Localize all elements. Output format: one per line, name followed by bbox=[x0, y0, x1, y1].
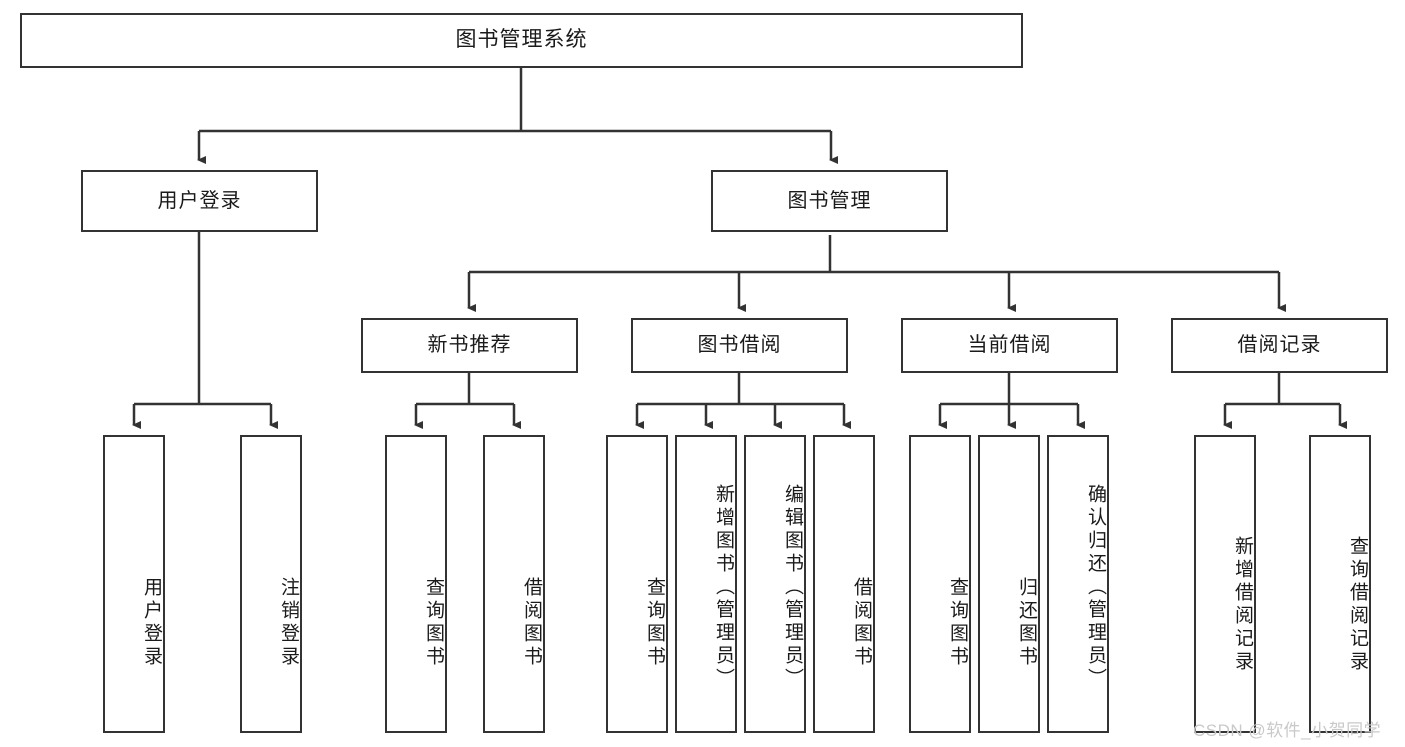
node-label: 用户登录 bbox=[157, 189, 242, 212]
node-label: 查询借阅记录 bbox=[1347, 536, 1368, 674]
leaf-query-book-borrow[interactable]: 查询图书 bbox=[606, 435, 668, 733]
node-label: 确认归还（管理员） bbox=[1085, 483, 1106, 691]
leaf-query-book-recommend[interactable]: 查询图书 bbox=[385, 435, 447, 733]
node-root-book-management-system[interactable]: 图书管理系统 bbox=[20, 13, 1023, 68]
node-label: 用户登录 bbox=[141, 577, 162, 669]
leaf-add-borrow-record[interactable]: 新增借阅记录 bbox=[1194, 435, 1256, 733]
leaf-query-book-current[interactable]: 查询图书 bbox=[909, 435, 971, 733]
node-label: 借阅图书 bbox=[851, 577, 872, 669]
node-label: 新书推荐 bbox=[427, 334, 512, 356]
leaf-edit-book-admin[interactable]: 编辑图书（管理员） bbox=[744, 435, 806, 733]
node-label: 图书借阅 bbox=[697, 334, 782, 356]
node-label: 查询图书 bbox=[644, 577, 665, 669]
leaf-borrow-book-recommend[interactable]: 借阅图书 bbox=[483, 435, 545, 733]
node-label: 当前借阅 bbox=[967, 334, 1052, 356]
leaf-add-book-admin[interactable]: 新增图书（管理员） bbox=[675, 435, 737, 733]
node-book-borrow[interactable]: 图书借阅 bbox=[631, 318, 848, 373]
node-label: 查询图书 bbox=[423, 577, 444, 669]
leaf-borrow-book-borrow[interactable]: 借阅图书 bbox=[813, 435, 875, 733]
leaf-logout-login[interactable]: 注销登录 bbox=[240, 435, 302, 733]
node-label: 注销登录 bbox=[278, 577, 299, 669]
node-label: 归还图书 bbox=[1016, 577, 1037, 669]
node-user-login[interactable]: 用户登录 bbox=[81, 170, 318, 232]
csdn-watermark: CSDN @软件_小贺同学 bbox=[1193, 721, 1382, 740]
node-borrow-record[interactable]: 借阅记录 bbox=[1171, 318, 1388, 373]
node-label: 图书管理 bbox=[787, 189, 872, 212]
node-label: 新增图书（管理员） bbox=[713, 483, 734, 691]
leaf-query-borrow-record[interactable]: 查询借阅记录 bbox=[1309, 435, 1371, 733]
node-current-borrow[interactable]: 当前借阅 bbox=[901, 318, 1118, 373]
node-book-management[interactable]: 图书管理 bbox=[711, 170, 948, 232]
node-label: 借阅记录 bbox=[1237, 334, 1322, 356]
node-label: 编辑图书（管理员） bbox=[782, 483, 803, 691]
node-label: 新增借阅记录 bbox=[1232, 536, 1253, 674]
leaf-user-login[interactable]: 用户登录 bbox=[103, 435, 165, 733]
node-label: 查询图书 bbox=[947, 577, 968, 669]
node-label: 借阅图书 bbox=[521, 577, 542, 669]
node-label: 图书管理系统 bbox=[455, 28, 588, 52]
leaf-confirm-return-admin[interactable]: 确认归还（管理员） bbox=[1047, 435, 1109, 733]
node-new-book-recommend[interactable]: 新书推荐 bbox=[361, 318, 578, 373]
leaf-return-book[interactable]: 归还图书 bbox=[978, 435, 1040, 733]
